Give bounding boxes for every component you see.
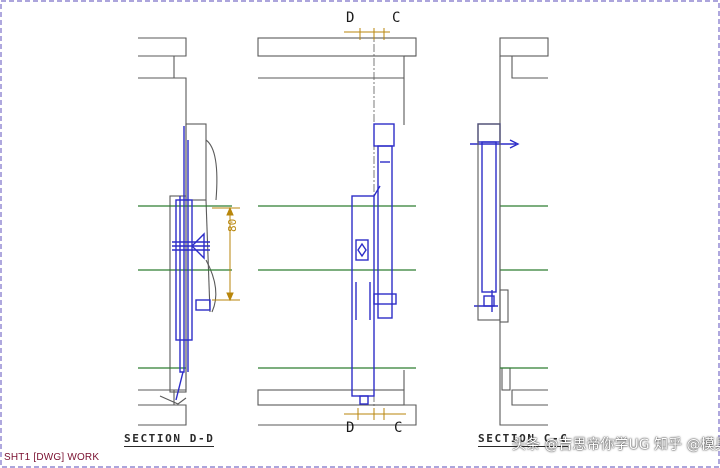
section-d-caption: SECTION D-D (124, 432, 215, 447)
left-upper-plate (138, 55, 187, 124)
left-view (138, 37, 218, 426)
left-top-plate (138, 37, 187, 57)
bottom-dim-c: C (394, 420, 403, 436)
left-part (172, 126, 211, 401)
left-bottom-plate (138, 404, 187, 426)
watermark-text: 头条 @吉思帝你学UG 知乎 @模具达人 (512, 437, 720, 453)
right-part (470, 123, 520, 312)
top-dim-d: D (346, 10, 355, 26)
top-dimension-lines (344, 28, 390, 40)
left-parting-lines (138, 205, 232, 369)
section-c-caption: SECTION C-C (478, 432, 569, 447)
right-housing (477, 123, 509, 323)
right-view (499, 37, 549, 426)
middle-top-plate (257, 37, 417, 57)
bottom-dimension-lines (344, 408, 406, 420)
dimension-80-label: 80 (226, 219, 239, 232)
left-dimension-80 (212, 206, 240, 302)
right-parting-lines (500, 205, 548, 369)
middle-parting-lines (258, 205, 416, 369)
sheet-label: SHT1 [DWG] WORK (4, 452, 100, 463)
left-housing (185, 123, 207, 201)
bottom-dim-d: D (346, 420, 355, 436)
top-dim-c: C (392, 10, 401, 26)
middle-part (351, 123, 397, 405)
